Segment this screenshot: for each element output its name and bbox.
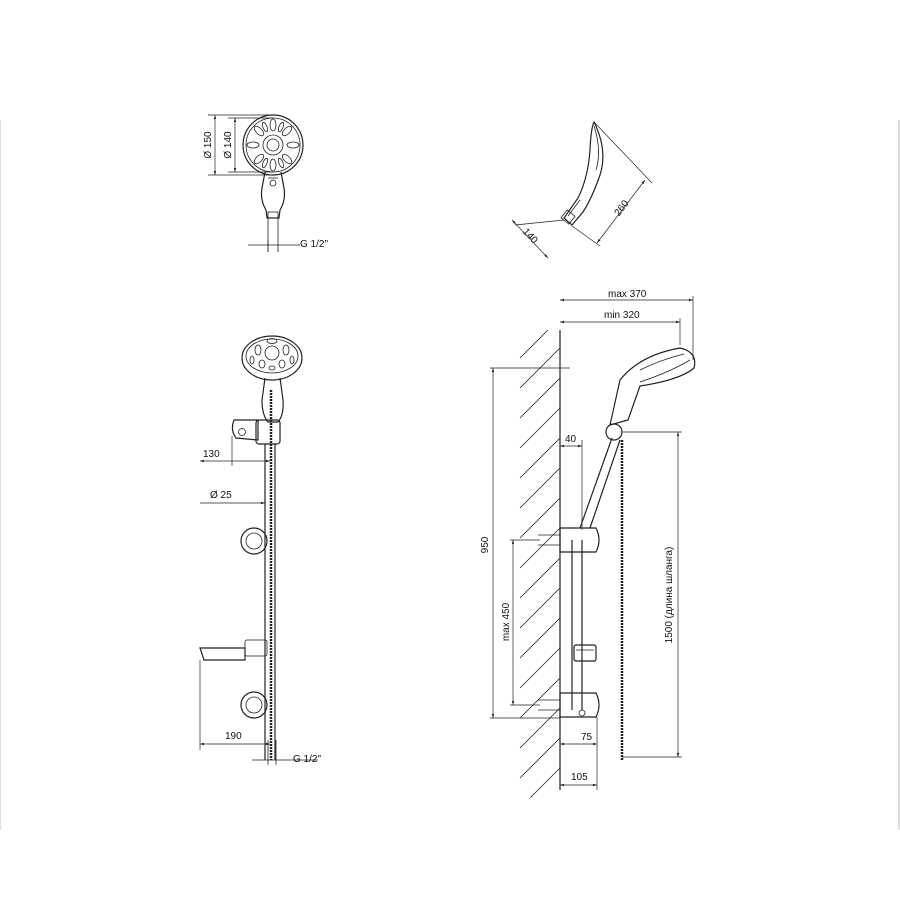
dim-min-reach: min 320	[604, 310, 640, 321]
set-front-view	[199, 335, 318, 765]
dim-head-inner: Ø 140	[223, 131, 234, 159]
set-side-view	[490, 296, 696, 799]
wall-hatching	[519, 329, 561, 799]
head-nozzles	[246, 118, 300, 172]
dim-soap-dish-width: 190	[225, 731, 242, 742]
dim-bracket-spacing: max 450	[501, 602, 512, 641]
handset-outline	[563, 120, 604, 226]
set-head	[241, 335, 303, 381]
dim-holder-offset: 40	[565, 434, 577, 445]
head-front-view	[208, 114, 304, 252]
dim-handset-width: 140	[520, 226, 540, 246]
handle-outline	[260, 171, 286, 219]
dim-rail-diameter: Ø 25	[210, 490, 232, 501]
handset-side-view	[511, 120, 653, 259]
dim-thread-bottom: G 1/2"	[293, 754, 321, 765]
dim-holder-height: 130	[203, 449, 220, 460]
dim-max-reach: max 370	[608, 289, 647, 300]
dim-hose-length: 1500 (длина шланга)	[664, 547, 675, 644]
dim-bracket-depth: 75	[581, 732, 593, 743]
dim-wall-depth: 105	[571, 772, 588, 783]
dim-thread-top: G 1/2"	[300, 239, 328, 250]
dim-head-outer: Ø 150	[203, 131, 214, 159]
head-outer-ring	[242, 114, 304, 176]
dim-rail-length: 950	[480, 536, 491, 553]
